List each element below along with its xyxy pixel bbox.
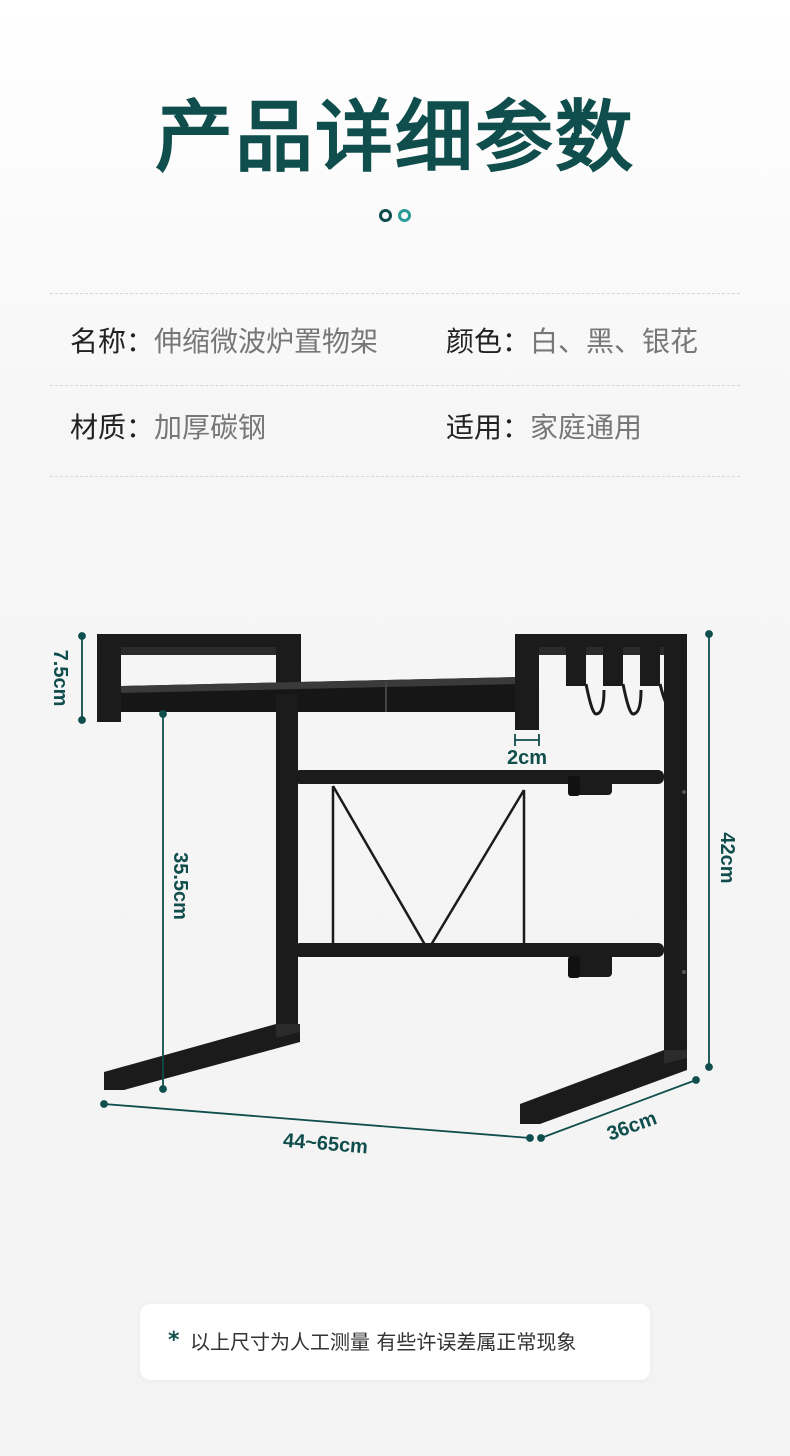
divider	[50, 385, 740, 386]
divider	[50, 293, 740, 294]
ring-dot-icon	[398, 209, 411, 222]
spec-key: 名称：	[70, 325, 155, 358]
dimension-lines	[78, 630, 713, 1142]
note-box	[140, 1304, 650, 1380]
spec-color: 颜色：白、黑、银花	[446, 324, 698, 360]
asterisk-icon: *	[168, 1328, 180, 1353]
measurement-note: 以上尺寸为人工测量 有些许误差属正常现象	[190, 1330, 577, 1354]
ring-dot-icon	[379, 209, 392, 222]
spec-material: 材质：加厚碳钢	[70, 410, 266, 446]
dim-width: 44~65cm	[282, 1130, 369, 1159]
page-title: 产品详细参数	[154, 93, 635, 183]
dim-inner-height: 35.5cm	[169, 852, 191, 920]
spec-key: 适用：	[446, 411, 531, 444]
dim-depth: 36cm	[604, 1107, 660, 1145]
spec-value: 伸缩微波炉置物架	[154, 325, 379, 358]
spec-key: 颜色：	[446, 325, 531, 358]
title-decoration	[0, 207, 790, 226]
rack-frame	[97, 634, 687, 1124]
dim-side-height: 7.5cm	[49, 650, 71, 707]
spec-usage: 适用：家庭通用	[446, 410, 642, 446]
spec-key: 材质：	[70, 411, 155, 444]
divider	[50, 476, 740, 477]
dim-total-height: 42cm	[716, 832, 738, 883]
v-brace	[331, 785, 526, 953]
spec-name: 名称：伸缩微波炉置物架	[70, 324, 378, 360]
spec-value: 白、黑、银花	[530, 325, 699, 358]
spec-value: 家庭通用	[530, 411, 643, 444]
dim-gap: 2cm	[507, 747, 547, 769]
spec-value: 加厚碳钢	[154, 411, 267, 444]
